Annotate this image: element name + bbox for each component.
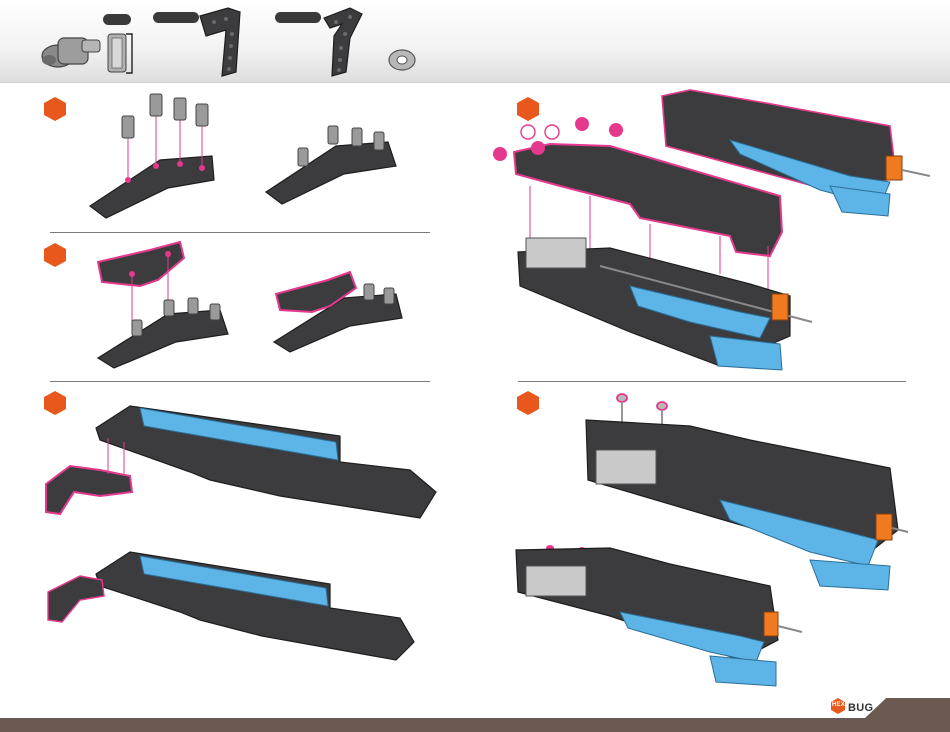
footer-bar — [0, 718, 950, 732]
divider-step2-step3 — [50, 381, 430, 382]
step3-illustration — [40, 396, 440, 666]
step1-illustration — [80, 88, 420, 228]
footer-tab — [865, 698, 950, 718]
axle-connector-part — [42, 38, 100, 67]
logo-hex-text: HEX — [832, 702, 845, 708]
hexbug-logo: HEX BUG — [830, 700, 873, 716]
step-badge-2 — [42, 242, 68, 268]
washer-part — [389, 50, 415, 70]
qty-pill-1 — [103, 14, 131, 25]
logo-hex-icon: HEX — [830, 698, 846, 719]
parts-header — [0, 0, 950, 83]
l-beam-part — [200, 8, 240, 76]
step4-illustration — [490, 86, 930, 376]
divider-step1-step2 — [50, 232, 430, 233]
qty-pill-3 — [275, 12, 321, 23]
step2-illustration — [80, 236, 420, 376]
step-badge-1 — [42, 96, 68, 122]
step5-illustration — [510, 390, 910, 690]
parts-illustration — [0, 0, 950, 82]
logo-text: BUG — [848, 702, 873, 714]
divider-step4-step5 — [518, 381, 906, 382]
angled-beam-part — [324, 8, 362, 76]
bushing-part — [108, 34, 132, 73]
qty-pill-2 — [153, 12, 199, 23]
